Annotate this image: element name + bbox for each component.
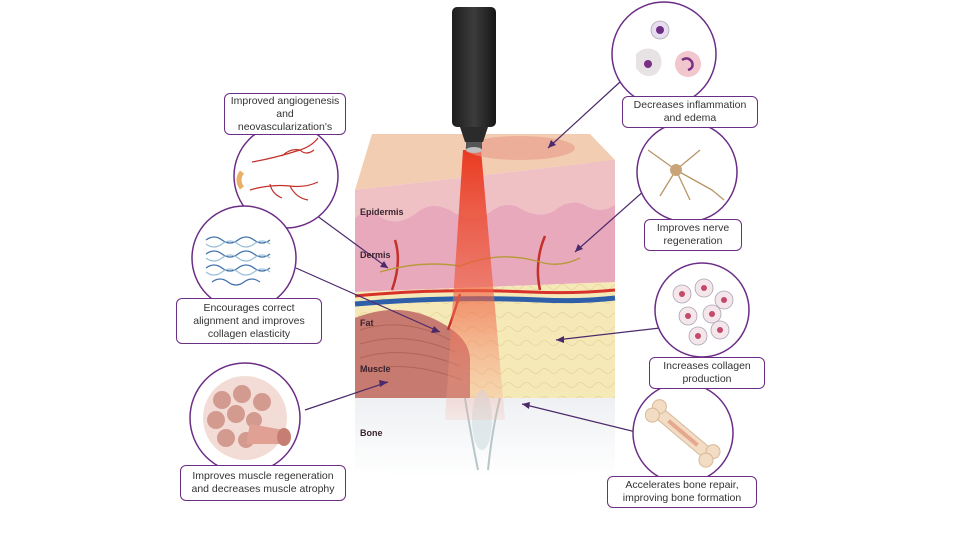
muscle-line-1: Improves muscle regeneration: [192, 470, 334, 482]
nerve-fibers: [379, 256, 581, 273]
nerve-callout: Improves nerve regeneration: [644, 219, 742, 251]
bone-circle: [632, 382, 734, 484]
collagen-alignment-circle: [191, 205, 297, 311]
callout-arrows: [289, 81, 661, 433]
red-artery: [354, 288, 616, 298]
laser-beam: [445, 150, 505, 420]
bone-line-1: Accelerates bone repair,: [625, 479, 739, 491]
inflammation-line-2: and edema: [663, 112, 717, 124]
epidermis-band: [355, 160, 615, 222]
epidermis-label: Epidermis: [360, 207, 404, 217]
bone-label: Bone: [360, 428, 383, 438]
muscle-circle: [189, 362, 301, 474]
muscle-label: Muscle: [360, 364, 391, 374]
laser-probe: [452, 7, 496, 127]
fat-label: Fat: [360, 318, 374, 328]
inflammation-line-1: Decreases inflammation: [633, 99, 747, 111]
bone-callout: Accelerates bone repair, improving bone …: [607, 476, 757, 508]
dermis-label: Dermis: [360, 250, 391, 260]
bone-line-2: improving bone formation: [622, 492, 742, 504]
collagen-alignment-line-2: alignment and improves: [193, 314, 305, 327]
inflammation-circle: [611, 1, 717, 107]
angiogenesis-line-2: and: [276, 107, 294, 120]
nerve-line-2: regeneration: [663, 235, 723, 247]
blue-vein: [354, 295, 616, 307]
collagen-alignment-line-1: Encourages correct: [203, 301, 295, 314]
angiogenesis-line-3: neovascularization's: [237, 120, 333, 133]
muscle-callout: Improves muscle regeneration and decreas…: [180, 465, 346, 501]
nerve-line-1: Improves nerve: [656, 222, 730, 234]
collagen-production-line-1: Increases collagen: [663, 360, 751, 372]
collagen-production-circle: [654, 262, 750, 358]
collagen-production-callout: Increases collagen production: [649, 357, 765, 389]
inflammation-callout: Decreases inflammation and edema: [622, 96, 758, 128]
collagen-alignment-line-3: collagen elasticity: [207, 327, 291, 340]
nerve-circle: [636, 121, 738, 223]
angiogenesis-callout: Improved angiogenesis and neovasculariza…: [224, 93, 346, 135]
muscle-line-2: and decreases muscle atrophy: [191, 483, 335, 495]
angiogenesis-line-1: Improved angiogenesis: [230, 94, 340, 107]
collagen-production-line-2: production: [682, 373, 732, 385]
collagen-alignment-callout: Encourages correct alignment and improve…: [176, 298, 322, 344]
